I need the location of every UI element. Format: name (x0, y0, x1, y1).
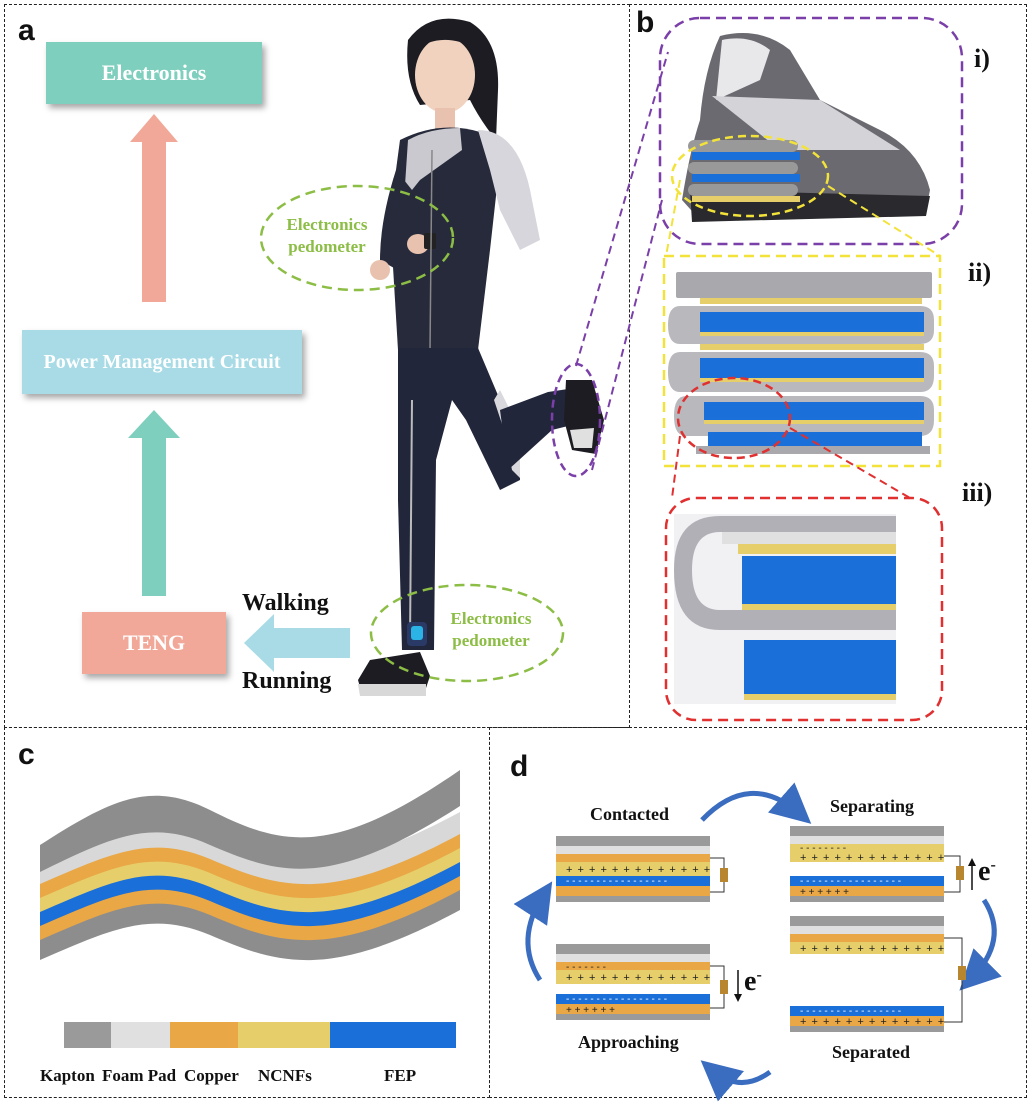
svg-text:+ + + + +: + + + + + + (566, 1005, 615, 1016)
label-ii: ii) (968, 258, 992, 287)
electron-sign: - (990, 856, 996, 874)
state-contacted: Contacted (590, 804, 669, 824)
svg-text:+ + + + + + + + + + + + +: + + + + + + + + + + + + + (566, 864, 711, 876)
svg-text:- - - - - - - - - - - - - - -: - - - - - - - - - - - - - - - - - (800, 1006, 901, 1017)
state-approaching: Approaching (578, 1032, 679, 1052)
svg-text:+ + + + + + + + + + + + +: + + + + + + + + + + + + + (566, 972, 711, 984)
panel-c-label: c (18, 738, 35, 771)
electronics-box: Electronics (46, 42, 262, 104)
state-separating: Separating (830, 796, 915, 816)
runner-figure (358, 18, 604, 696)
device-contacted: + + + + + + + + + + + + + - - - - - - - … (556, 836, 728, 902)
svg-text:+ + + + +: + + + + + + (800, 887, 849, 898)
power-management-box: Power Management Circuit (22, 330, 302, 394)
svg-text:- - - - - - -: - - - - - - - (566, 962, 606, 973)
wrist-pedometer-ellipse (259, 184, 455, 292)
svg-text:- - - - - - - - - - - - - - -: - - - - - - - - - - - - - - - - - (800, 876, 901, 887)
device-separating: - - - - - - - - + + + + + + + + + + + + … (790, 826, 976, 902)
panel-b-label: b (636, 6, 655, 39)
walking-label: Walking (242, 590, 329, 616)
state-separated: Separated (832, 1042, 910, 1062)
legend-kapton: Kapton (40, 1066, 95, 1085)
legend-foam-pad: Foam Pad (102, 1066, 177, 1085)
stack-frame (662, 254, 942, 468)
electron-label-separating: e- (978, 856, 996, 888)
ankle-pedometer-ellipse (369, 583, 565, 683)
svg-text:+ + + + + + + + + + + + +: + + + + + + + + + + + + + (800, 1016, 945, 1028)
electron-label-approaching: e- (744, 966, 762, 998)
legend-bar (64, 1022, 456, 1048)
label-i: i) (974, 44, 990, 73)
legend-fep: FEP (384, 1066, 417, 1085)
svg-text:- - - - - - - - - - - - - - -: - - - - - - - - - - - - - - - - - (566, 994, 667, 1005)
ankle-pedometer-label: Electronics pedometer (450, 609, 532, 650)
panel-a-label: a (18, 14, 35, 47)
shoe-render (682, 33, 930, 222)
arrow-up-salmon (130, 114, 178, 302)
panel-d-frame (489, 727, 1027, 1098)
svg-text:- - - - - - - - - - - - - - -: - - - - - - - - - - - - - - - - - (566, 876, 667, 887)
electron-symbol: e (744, 966, 757, 997)
arrow-up-teal (128, 410, 180, 596)
folded-stack (668, 272, 934, 454)
wrist-pedometer-label: Electronics pedometer (286, 215, 368, 256)
device-separated: + + + + + + + + + + + + + - - - - - - - … (790, 916, 966, 1032)
wavy-layer-stack (40, 770, 460, 961)
svg-text:- - - - - - - -: - - - - - - - - (800, 843, 846, 854)
svg-text:+ + + + + + + + + + + + +: + + + + + + + + + + + + + (800, 943, 945, 955)
electron-sign: - (756, 966, 762, 984)
shoe-frame (658, 16, 964, 246)
running-label: Running (242, 668, 332, 694)
electron-symbol: e (978, 856, 991, 887)
teng-box: TENG (82, 612, 226, 674)
label-iii: iii) (962, 478, 993, 507)
arrow-left-blue (244, 614, 350, 672)
zoom-stack (674, 514, 896, 704)
panel-d-label: d (510, 750, 529, 783)
legend-copper: Copper (184, 1066, 239, 1085)
legend-ncnfs: NCNFs (258, 1066, 312, 1085)
device-approaching: - - - - - - - + + + + + + + + + + + + + … (556, 944, 742, 1020)
zoom-frame (664, 496, 944, 722)
svg-text:+ + + + + + + + + + + + +: + + + + + + + + + + + + + (800, 852, 945, 864)
